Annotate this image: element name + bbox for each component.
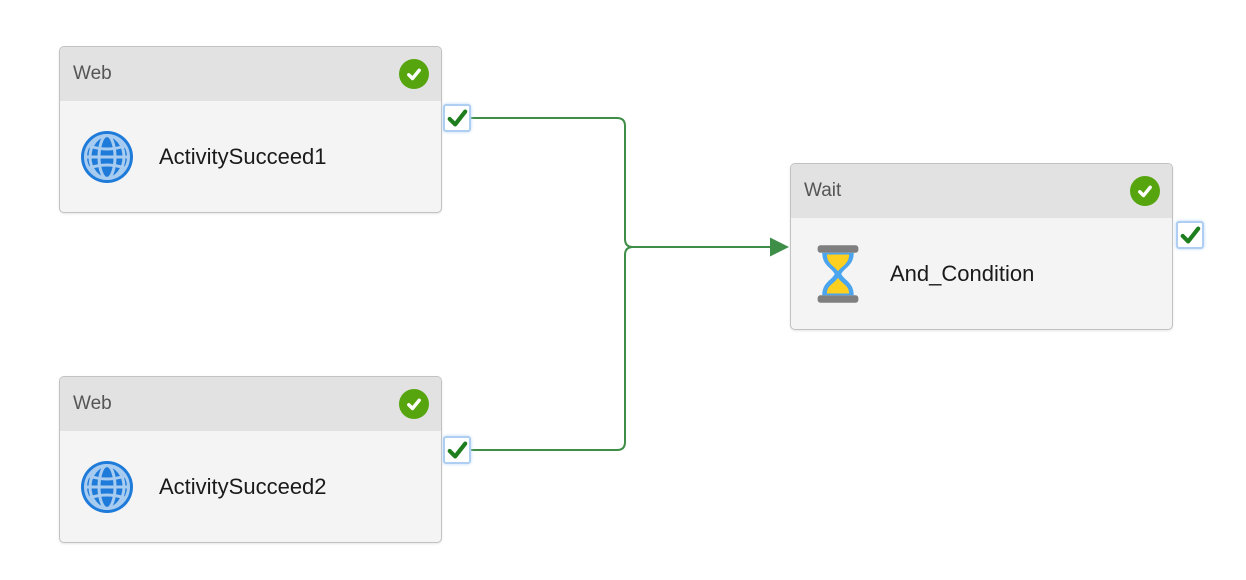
node-title: And_Condition <box>890 261 1035 286</box>
node-title: ActivitySucceed2 <box>159 474 327 499</box>
node-header: Web <box>60 377 441 431</box>
green-check-icon <box>447 109 468 127</box>
node-type-label: Wait <box>804 180 842 201</box>
node-title: ActivitySucceed1 <box>159 144 327 169</box>
success-check-badge-icon <box>399 389 429 419</box>
hourglass-icon <box>811 242 865 306</box>
connector-edge-web2-wait[interactable] <box>471 246 634 451</box>
connector-edge-web1-wait[interactable] <box>471 117 634 248</box>
node-header: Web <box>60 47 441 101</box>
node-body: And_Condition <box>791 218 1172 330</box>
green-check-icon <box>447 441 468 459</box>
node-body: ActivitySucceed2 <box>60 431 441 543</box>
output-port-web1[interactable] <box>443 104 471 132</box>
success-check-badge-icon <box>399 59 429 89</box>
success-check-badge-icon <box>1130 176 1160 206</box>
output-port-wait[interactable] <box>1176 221 1204 249</box>
globe-icon <box>80 125 134 189</box>
node-header: Wait <box>791 164 1172 218</box>
globe-icon <box>80 455 134 519</box>
output-port-web2[interactable] <box>443 436 471 464</box>
arrowhead-icon <box>770 237 789 257</box>
activity-node-wait[interactable]: Wait And_Condition <box>790 163 1173 330</box>
activity-node-web2[interactable]: Web <box>59 376 442 543</box>
node-type-label: Web <box>73 393 112 414</box>
green-check-icon <box>1180 226 1201 244</box>
node-type-label: Web <box>73 63 112 84</box>
node-body: ActivitySucceed1 <box>60 101 441 213</box>
activity-node-web1[interactable]: Web <box>59 46 442 213</box>
